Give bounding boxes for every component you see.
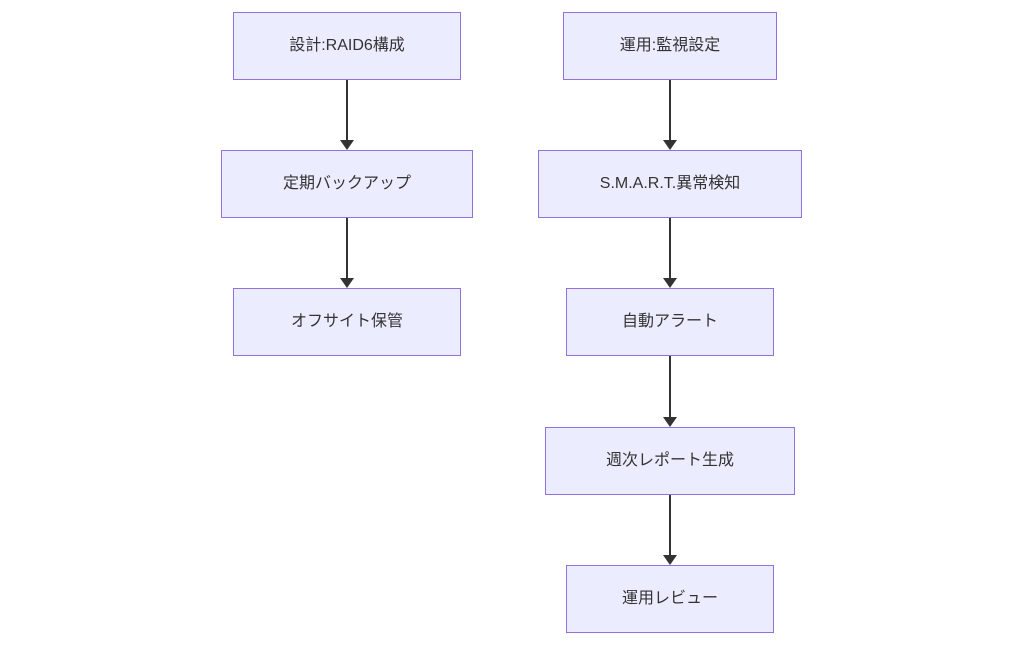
- arrow-head-icon: [663, 278, 677, 288]
- arrow-line: [669, 356, 671, 419]
- node-operations-review: 運用レビュー: [566, 565, 774, 633]
- arrow-head-icon: [663, 555, 677, 565]
- arrow-head-icon: [340, 278, 354, 288]
- arrow-line: [346, 218, 348, 280]
- arrow-report-to-review: [663, 495, 677, 565]
- arrow-head-icon: [663, 417, 677, 427]
- arrow-line: [346, 80, 348, 142]
- arrow-line: [669, 495, 671, 557]
- arrow-line: [669, 80, 671, 142]
- node-auto-alert: 自動アラート: [566, 288, 774, 356]
- arrow-head-icon: [340, 140, 354, 150]
- arrow-backup-to-offsite: [340, 218, 354, 288]
- node-design-raid6: 設計:RAID6構成: [233, 12, 461, 80]
- node-periodic-backup: 定期バックアップ: [221, 150, 473, 218]
- node-smart-anomaly-detection: S.M.A.R.T.異常検知: [538, 150, 802, 218]
- arrow-design-to-backup: [340, 80, 354, 150]
- arrow-monitoring-to-smart: [663, 80, 677, 150]
- node-operations-monitoring-setup: 運用:監視設定: [563, 12, 777, 80]
- arrow-head-icon: [663, 140, 677, 150]
- arrow-line: [669, 218, 671, 280]
- node-weekly-report: 週次レポート生成: [545, 427, 795, 495]
- arrow-alert-to-report: [663, 356, 677, 427]
- node-offsite-storage: オフサイト保管: [233, 288, 461, 356]
- arrow-smart-to-alert: [663, 218, 677, 288]
